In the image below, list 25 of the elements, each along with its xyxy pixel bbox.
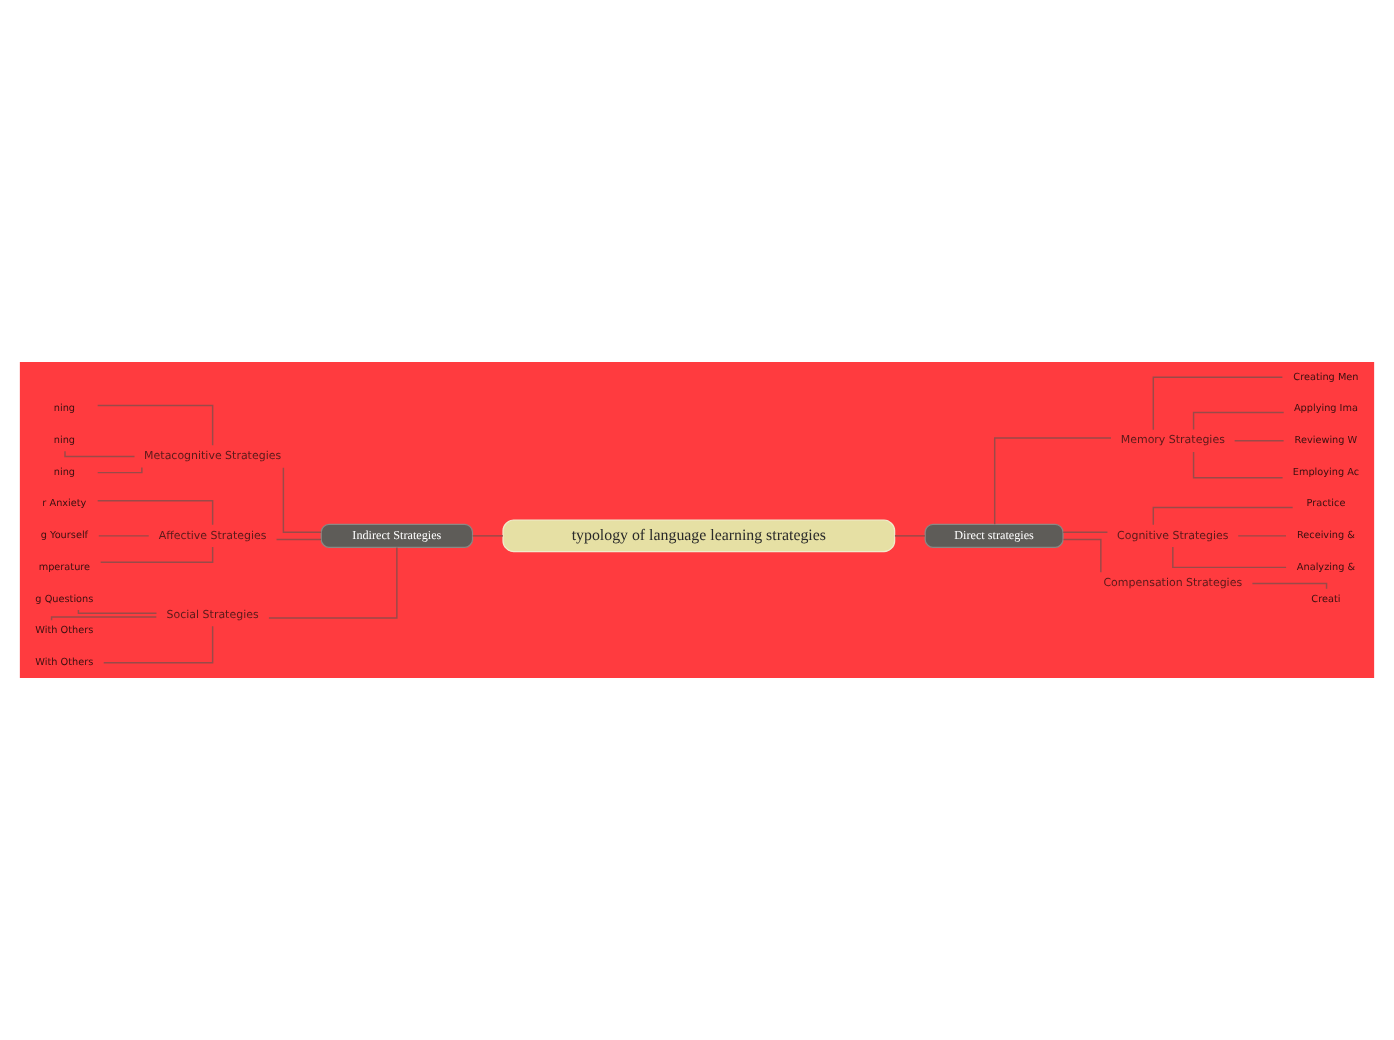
connector — [282, 467, 322, 533]
connector — [1152, 506, 1294, 526]
connector — [268, 546, 398, 619]
connector — [471, 535, 504, 537]
connector — [98, 535, 150, 537]
connector — [1192, 451, 1284, 479]
connector — [96, 499, 214, 526]
connector — [1192, 411, 1285, 431]
connector — [96, 404, 214, 446]
connector — [1062, 538, 1102, 574]
connector — [77, 609, 158, 615]
connector — [894, 535, 926, 537]
connector — [50, 616, 158, 621]
connector — [1233, 439, 1285, 442]
connector — [275, 538, 322, 541]
connector — [1062, 531, 1109, 533]
connector — [64, 450, 136, 458]
connector — [1251, 582, 1328, 590]
connector — [1172, 546, 1287, 569]
connector — [103, 625, 214, 664]
connector — [99, 546, 214, 564]
connector — [1152, 376, 1284, 431]
connector — [96, 466, 143, 474]
connector — [993, 437, 1112, 525]
connector — [1237, 535, 1287, 537]
